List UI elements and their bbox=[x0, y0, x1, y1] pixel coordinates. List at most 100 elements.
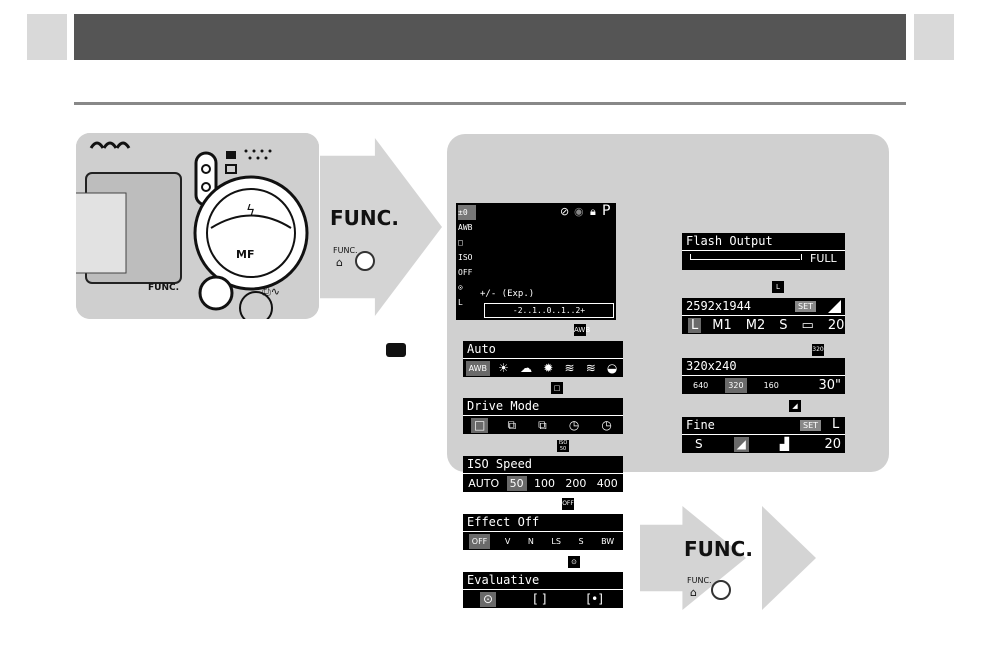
compression-size-value: L bbox=[832, 417, 840, 432]
lcd-iso-icon[interactable]: ISO bbox=[458, 253, 473, 262]
lcd-size-icon[interactable]: L bbox=[458, 298, 463, 307]
flash-output-title: Flash Output bbox=[682, 233, 845, 251]
size-option-m1[interactable]: M1 bbox=[712, 317, 732, 333]
wb-option-daylight[interactable]: ☀ bbox=[498, 360, 509, 375]
movie-option-160[interactable]: 160 bbox=[763, 380, 779, 390]
recording-pixels-options: L M1 M2 S ▭ 20 bbox=[682, 316, 845, 334]
func-small-label-1: FUNC. bbox=[333, 246, 358, 255]
drive-mode-title: Drive Mode bbox=[463, 398, 623, 416]
meter-option-evaluative[interactable]: ⊙ bbox=[480, 591, 497, 607]
size-option-m2[interactable]: M2 bbox=[745, 317, 766, 333]
compression-count: 20 bbox=[824, 436, 841, 452]
wb-option-auto[interactable]: AWB bbox=[465, 360, 491, 376]
section-rule bbox=[74, 102, 906, 105]
effect-option-sepia[interactable]: S bbox=[578, 536, 584, 546]
wb-option-fluorescent-h[interactable]: ≋ bbox=[585, 360, 596, 375]
func-label-1: FUNC. bbox=[330, 206, 399, 230]
metering-options: ⊙ [ ] [•] bbox=[463, 590, 623, 608]
effect-title: Effect Off bbox=[463, 514, 623, 532]
svg-text:⎙∿: ⎙∿ bbox=[262, 285, 280, 298]
metering-title: Evaluative bbox=[463, 572, 623, 590]
white-balance-options: AWB ☀ ☁ ✹ ≋ ≋ ◒ bbox=[463, 359, 623, 377]
svg-text:ϟ: ϟ bbox=[246, 203, 255, 219]
effect-option-off[interactable]: OFF bbox=[468, 533, 491, 549]
lcd-mode: P bbox=[602, 203, 611, 219]
meter-option-spot[interactable]: [•] bbox=[586, 591, 603, 606]
lcd-flash-off-icon: ⊘ bbox=[560, 205, 570, 218]
effect-menu: Effect Off OFF V N LS S BW bbox=[463, 514, 623, 550]
func-small-label-2: FUNC. bbox=[687, 576, 712, 585]
compression-title: Fine bbox=[682, 417, 845, 435]
drive-option-self-timer-2[interactable]: ◷ bbox=[601, 417, 612, 432]
func-button-2[interactable] bbox=[711, 580, 731, 600]
header-left-tab bbox=[27, 14, 67, 60]
recording-pixels-title: 2592x1944 bbox=[682, 298, 845, 316]
lcd-lock-icon: 🔒︎ bbox=[590, 205, 596, 218]
step-arrow-3 bbox=[762, 506, 816, 610]
lcd-exp-icon[interactable]: ±0 bbox=[458, 205, 476, 220]
wb-option-custom[interactable]: ◒ bbox=[606, 360, 618, 375]
movie-option-320[interactable]: 320 bbox=[725, 377, 747, 393]
large-size-icon: L bbox=[772, 281, 784, 293]
compression-menu: Fine SET L S ◢ ▟ 20 bbox=[682, 417, 845, 453]
header-right-tab bbox=[914, 14, 954, 60]
metering-menu: Evaluative ⊙ [ ] [•] bbox=[463, 572, 623, 608]
flash-output-slider[interactable] bbox=[690, 259, 800, 260]
awb-icon: AWB bbox=[574, 324, 591, 336]
home-icon-1: ⌂ bbox=[336, 256, 343, 269]
wb-option-cloudy[interactable]: ☁ bbox=[520, 360, 533, 375]
flash-output-menu: Flash Output FULL bbox=[682, 233, 845, 270]
iso-option-auto[interactable]: AUTO bbox=[468, 476, 500, 490]
camera-mode-icon bbox=[386, 343, 406, 357]
white-balance-title: Auto bbox=[463, 341, 623, 359]
metering-icon: ⊙ bbox=[568, 556, 580, 568]
fine-quality-icon: ◢ bbox=[789, 400, 801, 412]
meter-option-center-weighted[interactable]: [ ] bbox=[533, 591, 547, 606]
drive-option-self-timer-10[interactable]: ◷ bbox=[568, 417, 580, 432]
effect-option-neutral[interactable]: N bbox=[527, 536, 534, 546]
recording-pixels-menu: 2592x1944 SET L M1 M2 S ▭ 20 bbox=[682, 298, 845, 334]
lcd-effect-icon[interactable]: OFF bbox=[458, 268, 473, 277]
iso-speed-options: AUTO 50 100 200 400 bbox=[463, 474, 623, 492]
compression-set-badge: SET bbox=[800, 420, 822, 431]
effect-options: OFF V N LS S BW bbox=[463, 532, 623, 550]
wb-option-tungsten[interactable]: ✹ bbox=[543, 360, 554, 375]
size-option-small[interactable]: S bbox=[779, 317, 788, 333]
iso-speed-menu: ISO Speed AUTO 50 100 200 400 bbox=[463, 456, 623, 492]
movie-size-count: 30" bbox=[818, 377, 841, 393]
lcd-drive-icon[interactable]: □ bbox=[458, 238, 463, 247]
lcd-meter-icon[interactable]: ⊙ bbox=[458, 283, 463, 292]
recording-pixels-count: 20 bbox=[827, 317, 845, 333]
func-label-2: FUNC. bbox=[684, 537, 753, 561]
flash-output-value: FULL bbox=[810, 252, 837, 265]
wb-option-fluorescent[interactable]: ≋ bbox=[564, 360, 575, 375]
drive-option-continuous[interactable]: ⧉ bbox=[507, 417, 517, 432]
recording-pixels-set-badge: SET bbox=[795, 301, 817, 312]
drive-option-continuous-hi[interactable]: ⧉ bbox=[538, 417, 547, 432]
effect-option-bw[interactable]: BW bbox=[601, 536, 615, 546]
drive-option-single[interactable]: □ bbox=[471, 417, 489, 433]
iso-option-100[interactable]: 100 bbox=[533, 476, 555, 490]
quality-option-fine[interactable]: ◢ bbox=[733, 436, 749, 452]
compression-options: S ◢ ▟ 20 bbox=[682, 435, 845, 453]
movie-size-options: 640 320 160 30" bbox=[682, 376, 845, 394]
func-button-1[interactable] bbox=[355, 251, 375, 271]
header-bar bbox=[74, 14, 906, 60]
movie-option-640[interactable]: 640 bbox=[693, 380, 709, 390]
mf-label: MF bbox=[236, 248, 254, 261]
lcd-caption: +/- (Exp.) bbox=[480, 289, 535, 299]
size-option-postcard[interactable]: ▭ bbox=[801, 317, 814, 333]
iso-option-50[interactable]: 50 bbox=[506, 475, 527, 491]
iso-option-200[interactable]: 200 bbox=[565, 476, 587, 490]
effect-option-low-sharpening[interactable]: LS bbox=[551, 536, 561, 546]
lcd-wb-icon[interactable]: AWB bbox=[458, 223, 473, 232]
size-option-large[interactable]: L bbox=[688, 317, 702, 333]
effect-option-vivid[interactable]: V bbox=[504, 536, 511, 546]
white-balance-menu: Auto AWB ☀ ☁ ✹ ≋ ≋ ◒ bbox=[463, 341, 623, 377]
drive-mode-options: □ ⧉ ⧉ ◷ ◷ bbox=[463, 416, 623, 434]
iso-option-400[interactable]: 400 bbox=[596, 476, 618, 490]
iso-speed-title: ISO Speed bbox=[463, 456, 623, 474]
movie-size-menu: 320x240 640 320 160 30" bbox=[682, 358, 845, 394]
quality-option-normal[interactable]: ▟ bbox=[779, 436, 790, 451]
quality-option-superfine[interactable]: S bbox=[695, 436, 703, 451]
